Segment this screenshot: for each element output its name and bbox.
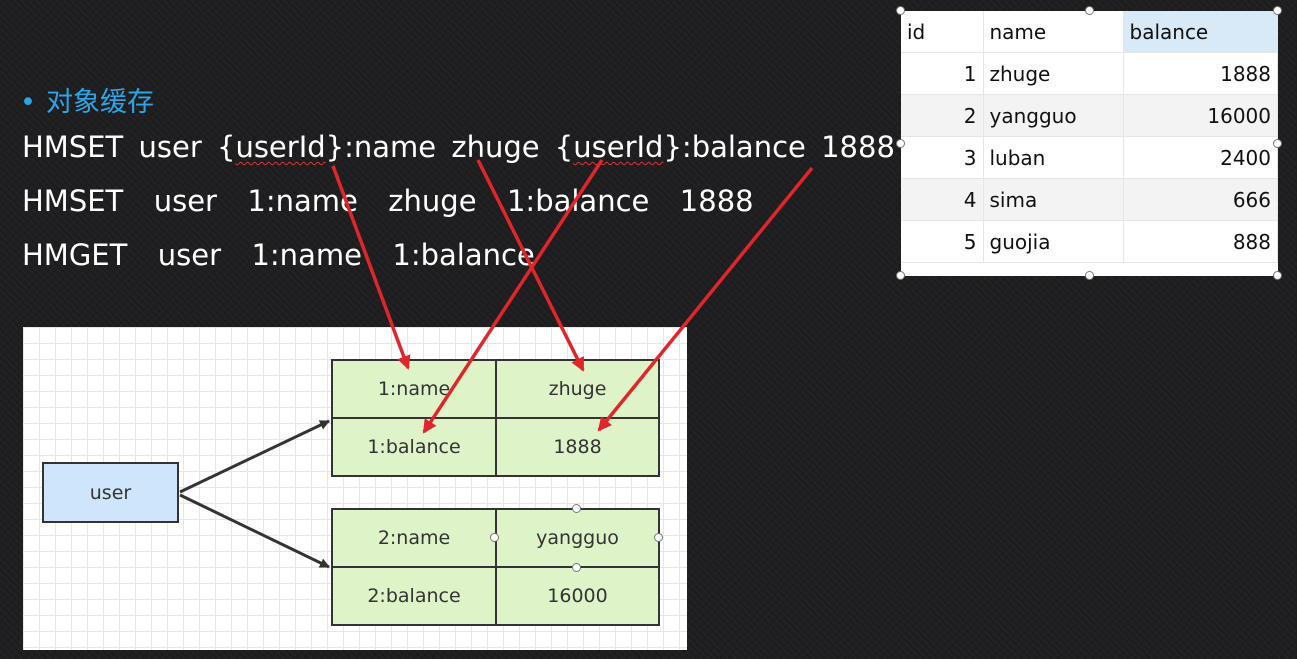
resize-handle[interactable] <box>1273 139 1282 148</box>
command-line-3: HMGET user 1:name 1:balance <box>22 238 535 272</box>
column-header-balance[interactable]: balance <box>1123 11 1278 53</box>
data-table[interactable]: id name balance 1 zhuge 1888 2 yangguo 1… <box>901 11 1278 276</box>
cell-balance[interactable]: 1888 <box>1123 52 1278 95</box>
table-row[interactable]: 3 luban 2400 <box>901 136 1278 179</box>
table-row[interactable]: 2 yangguo 16000 <box>901 94 1278 137</box>
field-cell-2-name-key[interactable]: 2:name <box>331 508 497 568</box>
cell-id[interactable]: 5 <box>901 220 984 263</box>
cmd-token: 1888 <box>821 130 895 164</box>
section-heading: • 对象缓存 <box>20 80 154 119</box>
field-cell-1-name-key[interactable]: 1:name <box>331 359 497 419</box>
resize-handle[interactable] <box>490 533 499 542</box>
cell-balance[interactable]: 888 <box>1123 220 1278 263</box>
resize-handle[interactable] <box>896 139 905 148</box>
bullet-dot: • <box>20 87 36 118</box>
cmd-token-userid: userId <box>573 130 664 164</box>
cmd-token: }:balance <box>663 130 806 164</box>
command-line-2: HMSET user 1:name zhuge 1:balance 1888 <box>22 184 754 218</box>
resize-handle[interactable] <box>896 6 905 15</box>
command-line-1: HMSET user {userId}:name zhuge {userId}:… <box>22 130 895 164</box>
resize-handle[interactable] <box>572 504 581 513</box>
cell-balance[interactable]: 2400 <box>1123 136 1278 179</box>
column-header-name[interactable]: name <box>983 11 1124 53</box>
cmd-token: HMSET <box>22 130 124 164</box>
user-node[interactable]: user <box>42 462 179 523</box>
field-cell-1-balance-key[interactable]: 1:balance <box>331 417 497 477</box>
resize-handle[interactable] <box>1085 271 1094 280</box>
hash-structure-diagram: user 1:name zhuge 1:balance 1888 2:name … <box>23 327 687 650</box>
resize-handle[interactable] <box>896 271 905 280</box>
cell-id[interactable]: 2 <box>901 94 984 137</box>
field-cell-2-balance-value[interactable]: 16000 <box>495 566 660 626</box>
connector-arrow-2 <box>179 493 330 569</box>
cmd-token-userid: userId <box>235 130 326 164</box>
cmd-token: user <box>138 130 202 164</box>
cmd-token: { <box>216 130 236 164</box>
field-cell-2-name-value[interactable]: yangguo <box>495 508 660 568</box>
table-row[interactable]: 4 sima 666 <box>901 178 1278 221</box>
cell-id[interactable]: 3 <box>901 136 984 179</box>
cmd-token: }:name <box>325 130 437 164</box>
resize-handle[interactable] <box>1273 6 1282 15</box>
heading-text: 对象缓存 <box>46 87 154 118</box>
cell-name[interactable]: yangguo <box>983 94 1124 137</box>
cmd-token: { <box>554 130 574 164</box>
connector-lines <box>179 419 330 569</box>
cell-id[interactable]: 1 <box>901 52 984 95</box>
field-cell-2-balance-key[interactable]: 2:balance <box>331 566 497 626</box>
field-cell-1-name-value[interactable]: zhuge <box>495 359 660 419</box>
cell-balance[interactable]: 16000 <box>1123 94 1278 137</box>
column-header-id[interactable]: id <box>901 11 984 53</box>
cmd-token: zhuge <box>451 130 540 164</box>
cell-name[interactable]: zhuge <box>983 52 1124 95</box>
cell-id[interactable]: 4 <box>901 178 984 221</box>
resize-handle[interactable] <box>654 533 663 542</box>
cell-balance[interactable]: 666 <box>1123 178 1278 221</box>
table-row[interactable]: 1 zhuge 1888 <box>901 52 1278 95</box>
connector-arrow-1 <box>179 419 330 494</box>
resize-handle[interactable] <box>1273 271 1282 280</box>
resize-handle[interactable] <box>1085 6 1094 15</box>
field-cell-1-balance-value[interactable]: 1888 <box>495 417 660 477</box>
table-header-row: id name balance <box>901 11 1278 53</box>
cell-name[interactable]: sima <box>983 178 1124 221</box>
table-row[interactable]: 5 guojia 888 <box>901 220 1278 263</box>
cell-name[interactable]: guojia <box>983 220 1124 263</box>
cell-name[interactable]: luban <box>983 136 1124 179</box>
resize-handle[interactable] <box>572 563 581 572</box>
